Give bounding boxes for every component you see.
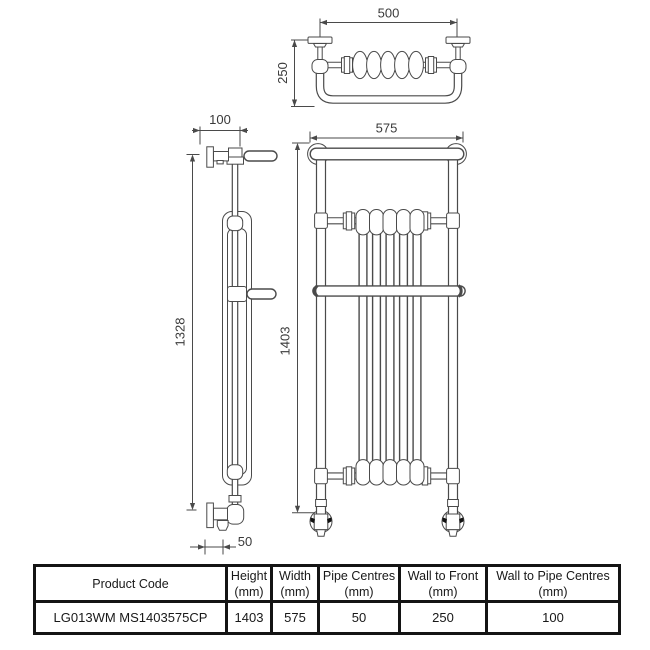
- front-view: 575 1403: [278, 121, 467, 537]
- cell-wall-to-pipe-centres: 100: [485, 600, 621, 635]
- col-label: Height: [230, 568, 268, 583]
- pipe-ball-bottom: [226, 464, 244, 480]
- dimension-top-width: 500: [319, 6, 458, 37]
- col-unit: (mm): [538, 584, 568, 599]
- col-unit: (mm): [280, 584, 310, 599]
- col-label: Wall to Front: [407, 568, 479, 583]
- dimension-side-height: 1328: [173, 154, 200, 511]
- dimension-side-pipe: 50: [190, 534, 252, 555]
- dimension-top-depth: 250: [275, 39, 315, 107]
- cell-wall-to-front: 250: [398, 600, 488, 635]
- col-header-product-code: Product Code: [33, 564, 228, 603]
- col-header-wall-to-front: Wall to Front(mm): [398, 564, 488, 603]
- dimension-front-width: 575: [309, 121, 464, 143]
- spec-table-data-row: LG013WM MS1403575CP 1403 575 50 250 100: [33, 600, 621, 635]
- col-unit: (mm): [428, 584, 458, 599]
- towel-loop-plan: [315, 63, 463, 104]
- col-label: Wall to Pipe Centres: [496, 568, 610, 583]
- dimension-front-height: 1403: [278, 142, 315, 514]
- elbow-fitting: [226, 504, 245, 525]
- towel-loop-front: [312, 284, 466, 298]
- pipe-ball-top: [226, 215, 244, 232]
- front-width-label: 575: [376, 121, 398, 136]
- wall-bracket-top-side: [206, 146, 229, 168]
- top-width-label: 500: [378, 6, 400, 21]
- col-label: Pipe Centres: [322, 568, 396, 583]
- towel-loop-side: [227, 286, 277, 302]
- side-offset-label: 100: [209, 112, 231, 127]
- drain-cap: [216, 520, 229, 531]
- col-label: Product Code: [92, 576, 169, 591]
- valve-tail-right: [447, 529, 459, 537]
- cell-product-code: LG013WM MS1403575CP: [33, 600, 228, 635]
- post-collars: [314, 212, 460, 507]
- wall-bracket-left-plan: [307, 36, 333, 74]
- top-view: 500 250: [275, 6, 471, 107]
- spec-table-header-row: Product Code Height(mm) Width(mm) Pipe C…: [33, 564, 621, 603]
- radiator-columns-plan: [341, 50, 437, 80]
- cell-width: 575: [270, 600, 320, 635]
- col-header-height: Height(mm): [225, 564, 273, 603]
- dimension-side-offset: 100: [192, 112, 248, 147]
- cell-height: 1403: [225, 600, 273, 635]
- radiator-columns-front: [355, 209, 425, 486]
- col-unit: (mm): [344, 584, 374, 599]
- side-view: 100 1328 50: [173, 112, 278, 555]
- top-depth-label: 250: [275, 62, 290, 84]
- col-header-width: Width(mm): [270, 564, 320, 603]
- wall-bracket-bottom-side: [206, 495, 245, 531]
- valve-tail-left: [315, 529, 327, 537]
- top-rail-side: [226, 147, 278, 165]
- col-header-pipe-centres: Pipe Centres(mm): [317, 564, 401, 603]
- col-header-wall-to-pipe-centres: Wall to Pipe Centres(mm): [485, 564, 621, 603]
- side-height-label: 1328: [173, 318, 188, 347]
- cell-pipe-centres: 50: [317, 600, 401, 635]
- spec-table: Product Code Height(mm) Width(mm) Pipe C…: [33, 564, 621, 635]
- wall-bracket-right-plan: [445, 36, 471, 74]
- technical-drawing: 500 250: [173, 6, 471, 555]
- col-label: Width: [279, 568, 311, 583]
- side-pipe-label: 50: [238, 534, 252, 549]
- front-height-label: 1403: [278, 327, 293, 356]
- col-unit: (mm): [234, 584, 264, 599]
- valve-details: [310, 513, 464, 531]
